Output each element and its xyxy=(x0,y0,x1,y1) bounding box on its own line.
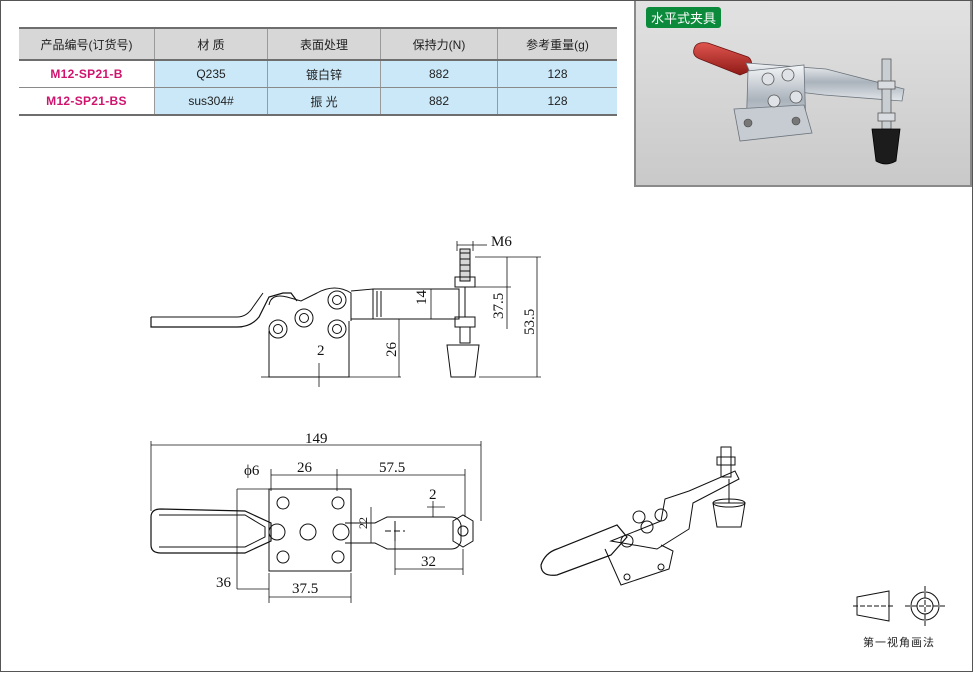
spec-table-header-row: 产品编号(订货号) 材 质 表面处理 保持力(N) 参考重量(g) xyxy=(19,27,617,61)
projection-label: 第一视角画法 xyxy=(863,637,935,649)
dim-14: 14 xyxy=(414,290,430,306)
spec-table: 产品编号(订货号) 材 质 表面处理 保持力(N) 参考重量(g) M12-SP… xyxy=(19,27,617,116)
header-holding-force: 保持力(N) xyxy=(380,27,498,61)
isometric-view xyxy=(540,446,746,586)
finish-cell: 振 光 xyxy=(267,87,381,116)
dim-53-5: 53.5 xyxy=(522,309,538,335)
weight-cell: 128 xyxy=(497,87,617,116)
dim-26-top: 26 xyxy=(297,460,313,476)
side-view xyxy=(150,248,480,378)
weight-cell: 128 xyxy=(497,60,617,88)
model-cell: M12-SP21-BS xyxy=(19,87,155,116)
holding-force-cell: 882 xyxy=(380,87,498,116)
clamp-photo xyxy=(693,42,905,165)
material-cell: Q235 xyxy=(154,60,268,88)
header-model: 产品编号(订货号) xyxy=(19,27,155,61)
model-cell: M12-SP21-B xyxy=(19,60,155,88)
dim-57-5: 57.5 xyxy=(379,460,405,476)
dim-149: 149 xyxy=(305,431,328,447)
side-view-dimensions xyxy=(261,241,541,387)
top-view-dimensions xyxy=(150,441,482,603)
dim-phi6: ϕ6 xyxy=(244,463,260,479)
finish-cell: 镀白锌 xyxy=(267,60,381,88)
product-photo-panel: 水平式夹具 xyxy=(634,1,972,187)
top-view xyxy=(150,488,474,572)
header-weight: 参考重量(g) xyxy=(497,27,617,61)
dim-2-side: 2 xyxy=(317,343,325,359)
dim-22: 22 xyxy=(356,517,370,529)
clamp-type-label: 水平式夹具 xyxy=(646,7,722,28)
dim-37-5-top: 37.5 xyxy=(292,581,318,597)
projection-symbol xyxy=(853,586,945,626)
dim-36: 36 xyxy=(216,575,232,591)
table-row: M12-SP21-BS sus304# 振 光 882 128 xyxy=(19,87,617,116)
dim-32: 32 xyxy=(421,554,436,570)
table-row: M12-SP21-B Q235 镀白锌 882 128 xyxy=(19,60,617,88)
holding-force-cell: 882 xyxy=(380,60,498,88)
material-cell: sus304# xyxy=(154,87,268,116)
header-material: 材 质 xyxy=(154,27,268,61)
dim-m6: M6 xyxy=(491,234,512,250)
dim-26-side: 26 xyxy=(384,342,400,358)
dim-37-5-side: 37.5 xyxy=(491,293,507,319)
header-finish: 表面处理 xyxy=(267,27,381,61)
dim-2-top: 2 xyxy=(429,487,437,503)
